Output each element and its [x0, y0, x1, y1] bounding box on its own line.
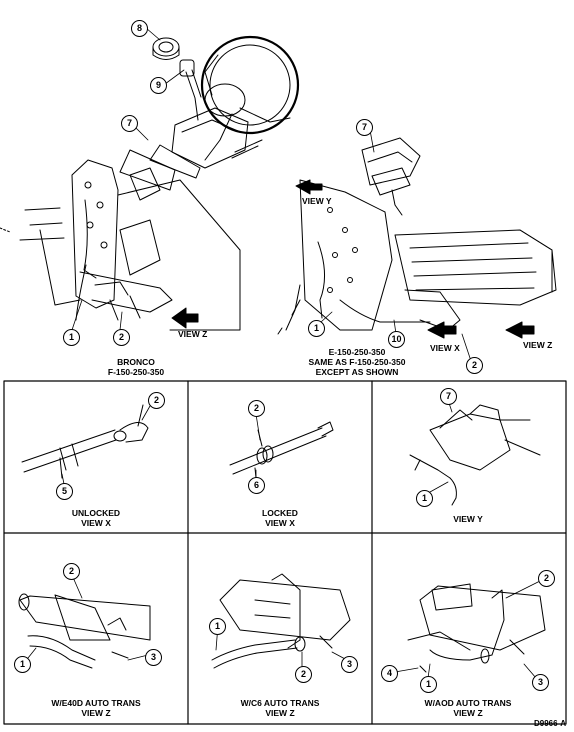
caption-line: F-150-250-350: [107, 367, 165, 377]
view-x-arrow: [427, 321, 457, 339]
caption-eseries: E-150-250-350 SAME AS F-150-250-350 EXCE…: [267, 347, 447, 377]
caption-unlocked: UNLOCKED VIEW X: [6, 508, 186, 528]
caption-view-y: VIEW Y: [378, 514, 558, 524]
callout-5: 5: [56, 483, 73, 500]
callout-6: 6: [248, 477, 265, 494]
caption-bronco: BRONCO F-150-250-350: [46, 357, 226, 377]
callout-1: 1: [308, 320, 325, 337]
column-shroud-drawing: [119, 107, 263, 191]
caption-line: EXCEPT AS SHOWN: [315, 367, 399, 377]
callout-2: 2: [63, 563, 80, 580]
panel-grid: [3, 380, 567, 725]
caption-line: W/E40D AUTO TRANS: [51, 698, 141, 708]
view-y-label-top: VIEW Y: [302, 196, 332, 206]
caption-line: VIEW Z: [265, 708, 295, 718]
transmission-drawing: [339, 229, 557, 331]
view-x-label-right: VIEW X: [430, 343, 460, 353]
panel-unlocked-drawing: [21, 404, 149, 479]
callout-4: 4: [381, 665, 398, 682]
caption-line: LOCKED: [262, 508, 298, 518]
view-z-label-right: VIEW Z: [523, 340, 553, 350]
view-z-arrow-left: [171, 307, 199, 329]
callout-7: 7: [440, 388, 457, 405]
callout-2: 2: [148, 392, 165, 409]
bezel-ring-drawing: [152, 37, 180, 60]
callout-3: 3: [145, 649, 162, 666]
caption-aod: W/AOD AUTO TRANS VIEW Z: [378, 698, 558, 718]
panel-locked-drawing: [229, 421, 334, 479]
shift-lever-drawing: [179, 59, 202, 121]
caption-line: W/C6 AUTO TRANS: [240, 698, 320, 708]
callout-2: 2: [295, 666, 312, 683]
caption-c6: W/C6 AUTO TRANS VIEW Z: [190, 698, 370, 718]
view-z-arrow-right: [505, 321, 535, 339]
callout-10: 10: [388, 331, 405, 348]
callout-1: 1: [416, 490, 433, 507]
dash-panel-drawing: [19, 159, 241, 331]
callout-3: 3: [532, 674, 549, 691]
callout-2: 2: [466, 357, 483, 374]
panel-viewy-drawing: [409, 404, 541, 506]
figure-code: D9966-A: [533, 719, 566, 728]
callout-1: 1: [420, 676, 437, 693]
caption-line: VIEW Z: [453, 708, 483, 718]
callout-1: 1: [209, 618, 226, 635]
caption-line: UNLOCKED: [71, 508, 121, 518]
callout-2: 2: [113, 329, 130, 346]
caption-line: VIEW Z: [81, 708, 111, 718]
view-y-arrow: [295, 179, 323, 195]
caption-line: VIEW Y: [453, 514, 483, 524]
caption-line: W/AOD AUTO TRANS: [424, 698, 512, 708]
panel-c6-drawing: [211, 573, 351, 669]
view-z-label-left: VIEW Z: [178, 329, 208, 339]
caption-e40d: W/E40D AUTO TRANS VIEW Z: [6, 698, 186, 718]
callout-9: 9: [150, 77, 167, 94]
caption-line: SAME AS F-150-250-350: [308, 357, 406, 367]
callout-7: 7: [121, 115, 138, 132]
panel-e40d-drawing: [18, 593, 151, 669]
callout-2: 2: [538, 570, 555, 587]
caption-locked: LOCKED VIEW X: [190, 508, 370, 528]
eseries-column-drawing: [361, 137, 421, 216]
panel-aod-drawing: [407, 583, 546, 673]
callout-1: 1: [63, 329, 80, 346]
steering-wheel-drawing: [200, 35, 300, 161]
eseries-dash-drawing: [277, 179, 393, 335]
caption-line: BRONCO: [117, 357, 155, 367]
caption-line: VIEW X: [81, 518, 111, 528]
callout-3: 3: [341, 656, 358, 673]
callout-1: 1: [14, 656, 31, 673]
callout-2: 2: [248, 400, 265, 417]
linkage-left-drawing: [75, 264, 173, 321]
caption-line: VIEW X: [265, 518, 295, 528]
callout-7: 7: [356, 119, 373, 136]
callout-8: 8: [131, 20, 148, 37]
caption-line: E-150-250-350: [328, 347, 386, 357]
